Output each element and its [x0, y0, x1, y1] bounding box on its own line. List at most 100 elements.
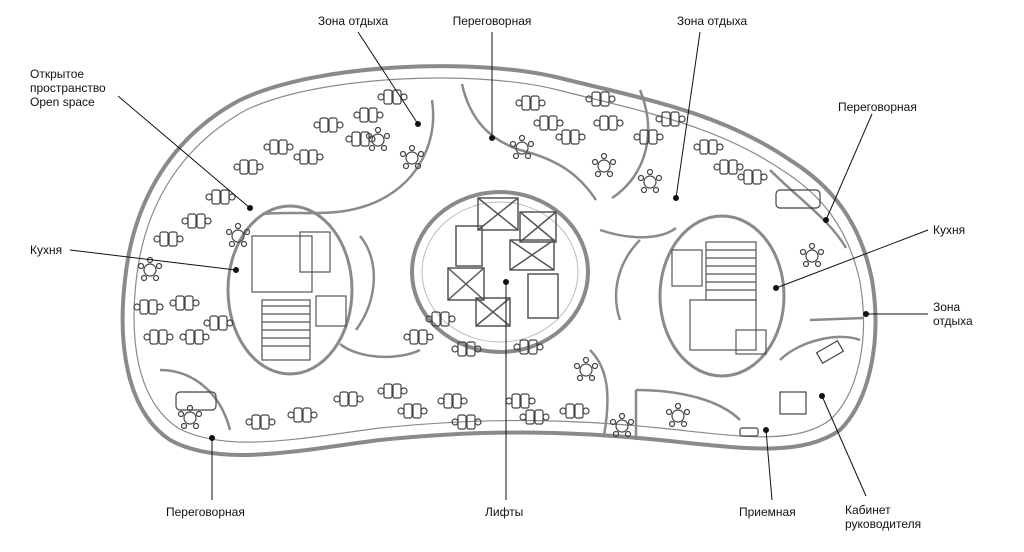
chair [181, 217, 189, 225]
chair [799, 248, 807, 256]
chair [582, 407, 590, 415]
chair [656, 133, 664, 141]
chair [591, 362, 599, 370]
chair [640, 186, 648, 194]
desk [521, 95, 531, 111]
chair [166, 333, 174, 341]
chair [582, 356, 590, 364]
chair [228, 193, 236, 201]
desk [383, 89, 393, 105]
chair [356, 395, 364, 403]
desk [719, 159, 729, 175]
leader-dot-meeting-right [823, 217, 829, 223]
lift-core-inner [421, 201, 579, 343]
chair [665, 408, 673, 416]
chair [538, 99, 546, 107]
chair [180, 422, 188, 430]
chair [263, 143, 271, 151]
chair [576, 374, 584, 382]
chair [234, 222, 242, 230]
chair [137, 262, 145, 270]
label-director-office-line-2: руководителя [845, 517, 922, 531]
chair [451, 345, 459, 353]
desk [187, 213, 197, 229]
label-meeting-room-bottom-left: Переговорная [166, 505, 245, 519]
chair [608, 95, 616, 103]
chair [203, 319, 211, 327]
chair [556, 119, 564, 127]
desk [728, 159, 738, 175]
chair [345, 135, 353, 143]
label-kitchen-right: Кухня [933, 223, 966, 237]
desk [149, 329, 159, 345]
chair [509, 140, 517, 148]
chair [400, 93, 408, 101]
chair [505, 397, 513, 405]
chair [377, 387, 385, 395]
desk [269, 139, 279, 155]
leader-dot-rest-top-right [673, 195, 679, 201]
round-table [805, 249, 819, 263]
chair [177, 410, 185, 418]
chair [333, 395, 341, 403]
chair [612, 430, 620, 438]
leader-dot-lifts [503, 279, 509, 285]
round-table [671, 409, 685, 423]
chair [760, 173, 768, 181]
desk [409, 329, 419, 345]
desk [600, 91, 610, 107]
label-open-space-line-2: пространство [30, 81, 106, 95]
chair [652, 186, 660, 194]
label-kitchen-left: Кухня [30, 243, 63, 257]
leader-meeting-right [825, 113, 873, 221]
leader-kitchen-left [69, 249, 237, 271]
chair [674, 402, 682, 410]
chair [627, 418, 635, 426]
chair [336, 121, 344, 129]
chair [633, 133, 641, 141]
chair [716, 143, 724, 151]
chair [377, 93, 385, 101]
desk [185, 329, 195, 345]
chair [383, 132, 391, 140]
left-core-rooms [251, 231, 347, 361]
label-meeting-room-top: Переговорная [452, 14, 532, 28]
chair [591, 158, 599, 166]
chair [240, 240, 248, 248]
chair [585, 95, 593, 103]
desk [530, 95, 540, 111]
chair [609, 418, 617, 426]
chair [426, 333, 434, 341]
chair [293, 153, 301, 161]
desk [148, 299, 158, 315]
chair [524, 152, 532, 160]
chair [155, 262, 163, 270]
desk [452, 393, 462, 409]
chair [368, 144, 376, 152]
desk [348, 391, 358, 407]
label-director-office-line-1: Кабинет [845, 503, 891, 517]
chair [408, 144, 416, 152]
chair [245, 418, 253, 426]
label-rest-zone-top-left: Зона отдыха [317, 14, 389, 28]
chair [527, 140, 535, 148]
chair [403, 333, 411, 341]
inner-wall [133, 77, 865, 443]
chair [310, 411, 318, 419]
desk [278, 139, 288, 155]
desk [392, 383, 402, 399]
chair [713, 163, 721, 171]
left-core-wall [226, 204, 354, 376]
chair [225, 228, 233, 236]
right-core-wall [658, 214, 786, 378]
leader-dot-meeting-top [489, 135, 495, 141]
chair [228, 240, 236, 248]
chair [233, 163, 241, 171]
chair [243, 228, 251, 236]
desk [359, 107, 369, 123]
desk [443, 393, 453, 409]
desk [168, 231, 178, 247]
partitions [159, 83, 865, 440]
chair [460, 397, 468, 405]
label-open-space: Открытое пространство Open space [30, 67, 140, 109]
